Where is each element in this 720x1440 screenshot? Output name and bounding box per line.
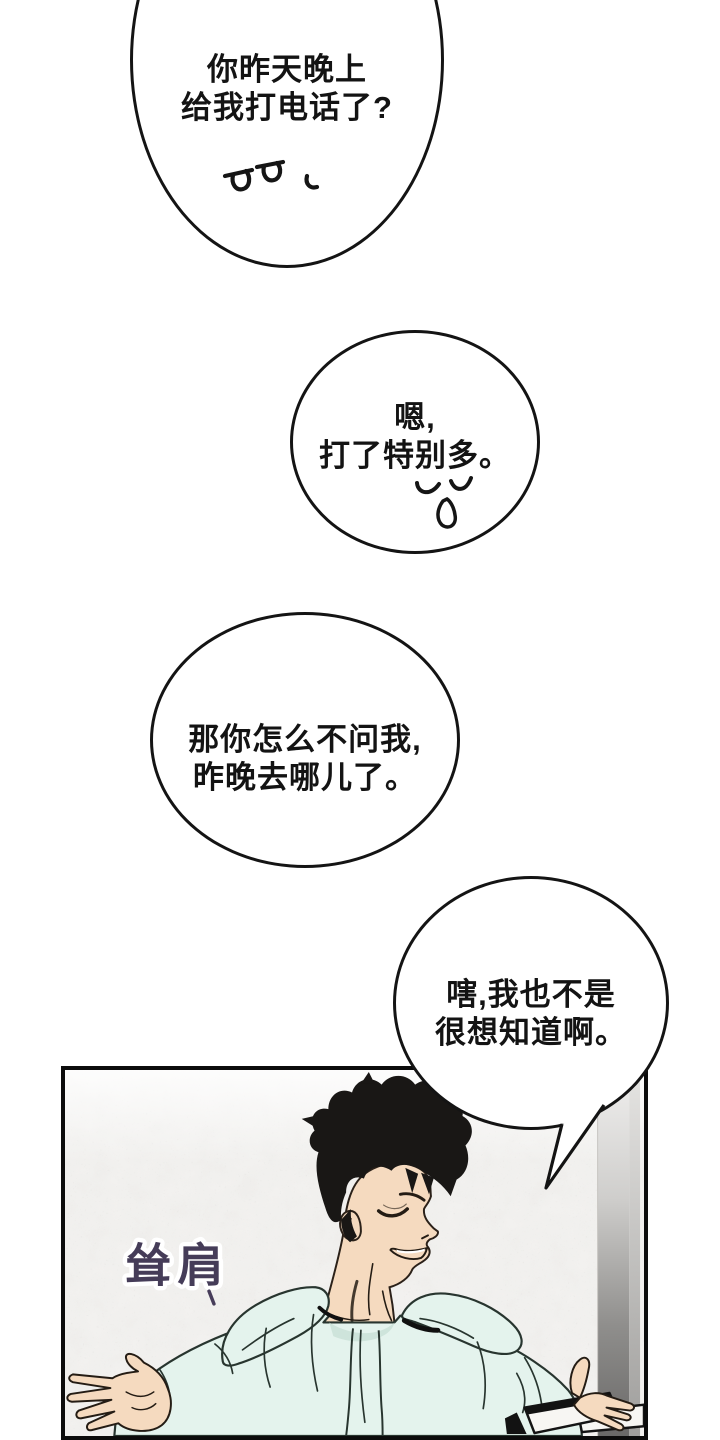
- wall-shadow-band: [597, 1070, 641, 1436]
- bubble-3-line-2: 昨晚去哪儿了。: [193, 760, 417, 795]
- wrist-guard-wedge: [504, 1412, 527, 1435]
- bubble-2-line-1: 嗯,: [394, 400, 436, 435]
- smug-eyes-emoticon: [222, 159, 320, 192]
- speech-bubble-2: 嗯, 打了特别多。: [290, 330, 540, 554]
- neck-tendon-2: [381, 1290, 393, 1322]
- character-head: [301, 1071, 472, 1324]
- bubble-4-line-1: 嗐,我也不是: [446, 977, 616, 1012]
- speech-bubble-4: 嗐,我也不是 很想知道啊。: [393, 876, 669, 1130]
- drawstrings: [345, 1328, 384, 1436]
- collar-crease-accents: [317, 1305, 441, 1333]
- sfx-shrug: 耸肩: [121, 1234, 230, 1306]
- bubble-4-tail: [544, 1104, 606, 1190]
- neck-tendon-1: [367, 1262, 374, 1316]
- bubble-1-line-2: 给我打电话了?: [181, 90, 393, 125]
- comic-panel: 耸肩: [61, 1066, 648, 1440]
- right-hand: [504, 1356, 644, 1435]
- neck-shadow: [350, 1279, 359, 1322]
- bubble-2-line-2: 打了特别多。: [319, 438, 511, 473]
- eyelid-crease: [383, 1203, 407, 1210]
- hoodie: [113, 1286, 583, 1436]
- bubble-4-text: 嗐,我也不是 很想知道啊。: [396, 976, 666, 1052]
- bubble-4-line-2: 很想知道啊。: [435, 1015, 627, 1050]
- fingers: [572, 1392, 635, 1432]
- palm-crease-2: [131, 1402, 157, 1411]
- sfx-tick: [207, 1289, 216, 1306]
- bubble-3-text: 那你怎么不问我, 昨晚去哪儿了。: [153, 721, 457, 797]
- hood-roll-right: [400, 1292, 523, 1356]
- bubble-1-line-1: 你昨天晚上: [207, 52, 367, 87]
- speech-bubble-1: 你昨天晚上 给我打电话了?: [130, 0, 444, 268]
- left-hand: [66, 1352, 172, 1432]
- bubble-3-line-1: 那你怎么不问我,: [188, 722, 422, 757]
- nostril: [421, 1234, 429, 1240]
- sfx-text: 耸肩: [125, 1239, 230, 1293]
- eyebrow: [398, 1192, 426, 1202]
- bubble-2-text: 嗯, 打了特别多。: [293, 399, 537, 475]
- palm-crease-1: [125, 1391, 155, 1398]
- bubble-1-text: 你昨天晚上 给我打电话了?: [133, 51, 441, 127]
- panel-art: 耸肩: [65, 1070, 644, 1436]
- teeth-highlight: [396, 1248, 426, 1254]
- mouth-open: [389, 1246, 429, 1260]
- closed-eye: [376, 1207, 409, 1218]
- thumb: [569, 1356, 591, 1400]
- pleased-open-mouth-emoticon: [415, 476, 473, 529]
- hair: [301, 1071, 472, 1243]
- speech-bubble-3: 那你怎么不问我, 昨晚去哪儿了。: [150, 612, 460, 868]
